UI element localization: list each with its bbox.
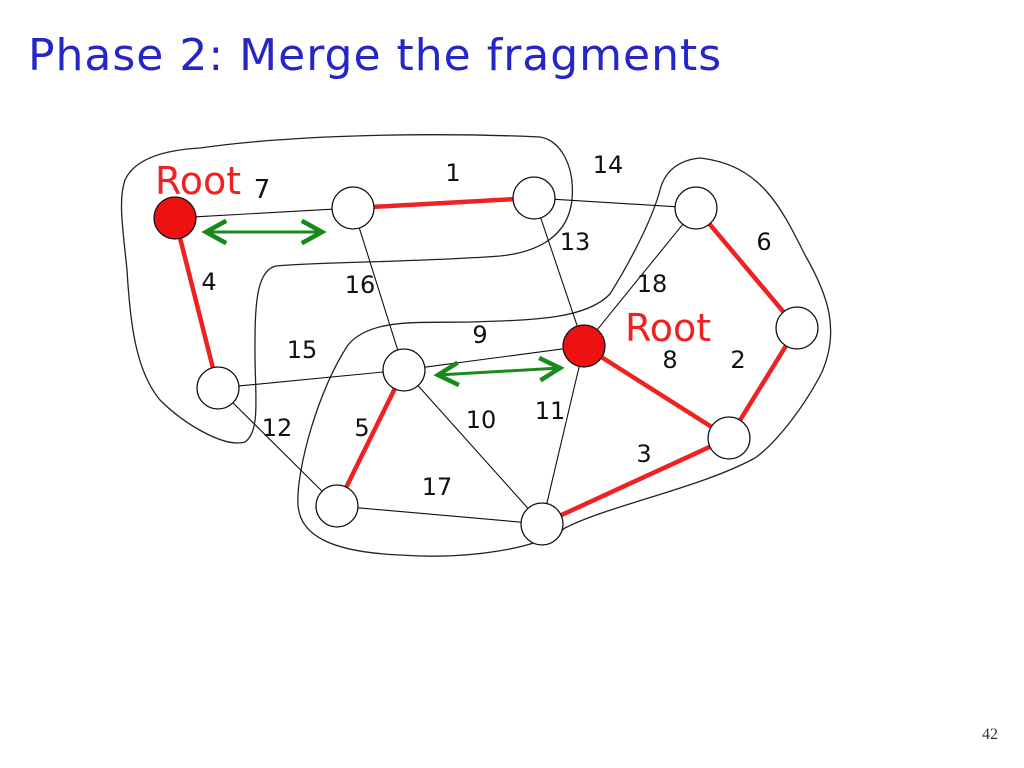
edge-weights-layer: 7 1 14 6 13 18 4 16 15 9 8 2 12 5 10 11 3 17 xyxy=(201,151,771,501)
edges-layer xyxy=(177,196,789,523)
edge-weight-label: 3 xyxy=(636,440,651,468)
tree-edge-B-C xyxy=(371,196,516,210)
root-label: Root xyxy=(625,306,711,350)
graph-node xyxy=(674,186,718,230)
graph-node xyxy=(520,502,564,546)
graph-node xyxy=(196,366,240,410)
edge-G-J xyxy=(357,507,522,523)
graph-node xyxy=(512,176,556,220)
edge-H-R xyxy=(424,348,564,368)
edge-weight-label: 17 xyxy=(422,473,453,501)
edge-C-D xyxy=(554,198,676,208)
graph-node xyxy=(707,416,751,460)
graph-node xyxy=(775,306,819,350)
edge-R-J xyxy=(546,365,580,505)
edge-weight-label: 16 xyxy=(345,271,376,299)
edge-D-R xyxy=(596,223,684,331)
edge-weight-label: 15 xyxy=(287,336,318,364)
edge-weight-label: 2 xyxy=(730,346,745,374)
root-label: Root xyxy=(155,159,241,203)
edge-weight-label: 11 xyxy=(535,397,566,425)
edge-weight-label: 1 xyxy=(445,159,460,187)
edge-B-H xyxy=(358,227,399,351)
edge-weight-label: 10 xyxy=(466,406,497,434)
edge-H-J xyxy=(417,385,529,509)
edge-F-H xyxy=(238,371,384,387)
edge-weight-label: 6 xyxy=(756,228,771,256)
root-node xyxy=(153,196,197,240)
fragment-boundary-left xyxy=(120,134,574,444)
edge-weight-label: 9 xyxy=(472,321,487,349)
tree-edge-R-I xyxy=(599,355,714,429)
tree-edge-J-I xyxy=(558,444,713,518)
nodes-layer xyxy=(153,176,819,546)
tree-edge-H-G xyxy=(344,386,397,490)
merge-arrow-H-R xyxy=(438,368,560,375)
edge-weight-label: 7 xyxy=(254,175,271,205)
edge-weight-label: 13 xyxy=(560,228,591,256)
edge-A-B xyxy=(195,208,333,218)
merge-arrows-layer xyxy=(206,232,560,375)
graph-node xyxy=(331,186,375,230)
edge-weight-label: 5 xyxy=(354,414,369,442)
graph-node xyxy=(315,484,359,528)
root-node xyxy=(562,324,606,368)
edge-C-R xyxy=(540,217,578,327)
edge-weight-label: 14 xyxy=(593,151,624,179)
fragment-boundary-right xyxy=(297,157,832,557)
tree-edge-D-E xyxy=(707,221,786,315)
edge-F-G xyxy=(232,402,323,492)
tree-edge-A-F xyxy=(177,236,216,370)
page-number: 42 xyxy=(982,726,998,743)
graph-node xyxy=(382,348,426,392)
edge-weight-label: 8 xyxy=(662,346,677,374)
slide-title: Phase 2: Merge the fragments xyxy=(28,30,723,81)
tree-edge-E-I xyxy=(737,343,789,423)
edge-weight-label: 18 xyxy=(637,270,668,298)
edge-weight-label: 12 xyxy=(262,414,293,442)
edge-weight-label: 4 xyxy=(201,268,216,296)
